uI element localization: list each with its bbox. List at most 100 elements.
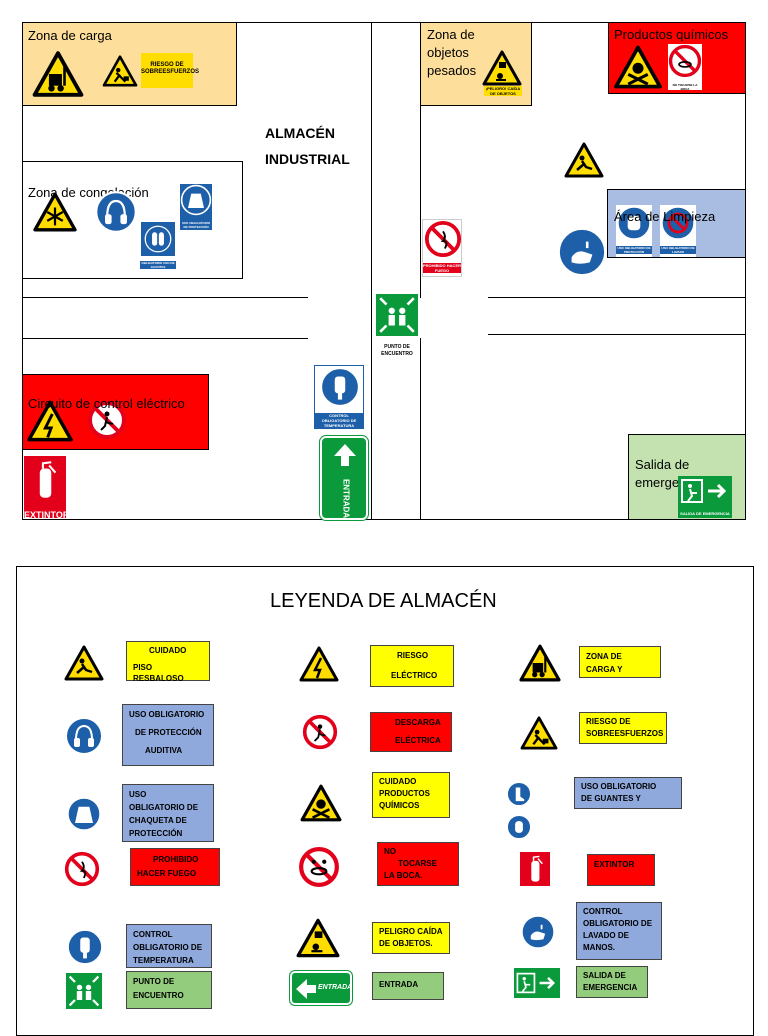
legend-overexertion-label: RIESGO DE SOBREESFUERZOS xyxy=(579,712,667,744)
legend-shock-label: DESCARGA ELÉCTRICA xyxy=(370,712,452,752)
handwash-icon xyxy=(556,226,608,278)
legend-electrical-label: RIESGO ELÉCTRICO xyxy=(370,645,454,687)
emergency-exit-sign: SALIDA DE EMERGENCIA xyxy=(678,476,732,518)
meeting-point-icon xyxy=(376,294,418,336)
protection-icon xyxy=(616,205,652,241)
legend-entrance-sign: ENTRADA xyxy=(290,971,352,1005)
legend-boots-gloves-icons xyxy=(506,780,560,810)
legend-electrical-icon xyxy=(298,646,340,682)
hearing-protection-icon xyxy=(94,190,138,234)
legend-falling-objects-icon xyxy=(296,918,340,958)
forklift-warning-icon xyxy=(32,50,84,98)
no-glove-wash-icon xyxy=(660,205,696,241)
up-arrow-icon xyxy=(334,444,356,466)
extinguisher-caption: EXTINTOR xyxy=(24,510,70,520)
plan-title-line1: ALMACÉN xyxy=(265,125,335,141)
freezing-warning-icon xyxy=(30,192,80,232)
legend-hearing-icon xyxy=(64,716,104,756)
zone-quimicos-label: Productos químicos xyxy=(614,27,729,42)
jacket-caption: USO OBLIGATORIO DE PROTECCIÓN xyxy=(181,221,211,229)
aisle-line xyxy=(371,22,372,520)
meeting-point-caption: PUNTO DE ENCUENTRO xyxy=(381,344,413,357)
legend-jacket-label: USO OBLIGATORIO DE CHAQUETA DE PROTECCIÓ… xyxy=(122,784,214,842)
left-arrow-icon xyxy=(296,979,316,999)
extinguisher-icon xyxy=(39,461,57,498)
entrance-sign: ENTRADA xyxy=(320,436,368,520)
legend-gloves-label: USO OBLIGATORIO DE GUANTES Y xyxy=(574,777,682,809)
gloves-icon xyxy=(141,222,175,256)
protection-sign: USO OBLIGATORIO DE PROTECCIÓN xyxy=(616,205,652,257)
no-fire-caption: PROHIBIDO HACER FUEGO xyxy=(423,263,462,273)
no-touch-mouth-sign: NO TOCARSE LA BOCA xyxy=(668,44,702,91)
legend-extinguisher-sign xyxy=(520,852,550,886)
no-touch-caption: NO TOCARSE LA BOCA xyxy=(672,83,698,91)
temperature-sign: CONTROL OBLIGATORIO DE TEMPERATURA xyxy=(314,365,364,429)
legend-handwash-label: CONTROL OBLIGATORIO DE LAVADO DE MANOS. xyxy=(576,902,662,960)
aisle-line xyxy=(420,338,421,520)
extinguisher-sign: EXTINTOR xyxy=(24,456,70,520)
jacket-sign: USO OBLIGATORIO DE PROTECCIÓN xyxy=(180,184,212,230)
aisle-line xyxy=(420,22,421,298)
no-fire-sign: PROHIBIDO HACER FUEGO xyxy=(422,219,462,277)
legend-hearing-label: USO OBLIGATORIO DE PROTECCIÓN AUDITIVA xyxy=(122,704,214,766)
legend-no-fire-label: PROHIBIDO HACER FUEGO xyxy=(130,848,220,886)
zone-carga-label: Zona de carga xyxy=(28,28,112,43)
jacket-icon xyxy=(180,184,212,216)
legend-loading-zone-label: ZONA DE CARGA Y xyxy=(579,646,661,678)
exit-caption: SALIDA DE EMERGENCIA xyxy=(680,511,730,516)
legend-extinguisher-icon xyxy=(531,855,543,882)
legend-gloves-icon xyxy=(506,813,532,841)
zone-pesados-label: Zona de objetos pesados xyxy=(427,27,477,78)
wash-sign: USO OBLIGATORIO DE LAVADO xyxy=(660,205,696,257)
overexertion-warning-icon xyxy=(102,55,138,87)
no-fire-icon xyxy=(423,220,463,258)
aisle-line xyxy=(488,297,746,298)
exit-runner-icon xyxy=(681,479,727,503)
legend-forklift-icon xyxy=(518,644,562,682)
entrance-caption: ENTRADA xyxy=(341,478,351,519)
aisle-line xyxy=(22,338,308,339)
gloves-caption: OBLIGATORIO USO DE GUANTES xyxy=(140,261,176,269)
wash-caption: USO OBLIGATORIO DE LAVADO xyxy=(660,246,696,254)
toxic-warning-icon xyxy=(612,45,664,89)
aisle-line xyxy=(22,297,308,298)
legend-toxic-icon xyxy=(300,784,342,822)
thermometer-icon xyxy=(319,366,361,408)
legend-falling-objects-label: PELIGRO CAÍDA DE OBJETOS. xyxy=(372,922,450,954)
falling-objects-caption: ¡PELIGRO! CAÍDA DE OBJETOS xyxy=(484,86,522,96)
temperature-caption: CONTROL OBLIGATORIO DE TEMPERATURA xyxy=(315,413,363,428)
aisle-line xyxy=(488,334,746,335)
legend-no-fire-icon xyxy=(64,851,100,887)
legend-temperature-label: CONTROL OBLIGATORIO DE TEMPERATURA xyxy=(126,924,212,968)
legend-entrance-label: ENTRADA xyxy=(372,972,444,1000)
legend-thermometer-icon xyxy=(66,928,104,966)
plan-title: ALMACÉN INDUSTRIAL xyxy=(265,120,350,172)
gloves-sign: OBLIGATORIO USO DE GUANTES xyxy=(140,222,176,269)
zone-electrico-label: Circuito de control eléctrico xyxy=(28,396,185,411)
legend-entrance-sign-text: ENTRADA xyxy=(318,984,353,991)
legend-overexertion-icon xyxy=(520,716,558,750)
legend-title: LEYENDA DE ALMACÉN xyxy=(270,590,497,612)
protection-caption: USO OBLIGATORIO DE PROTECCIÓN xyxy=(616,246,652,254)
electrical-warning-icon xyxy=(25,400,75,442)
slippery-floor-warning-icon xyxy=(564,142,604,178)
electric-shock-prohibition-icon xyxy=(87,400,127,440)
legend-chemicals-label: CUIDADO PRODUCTOS QUÍMICOS xyxy=(372,772,450,818)
plan-title-line2: INDUSTRIAL xyxy=(265,151,350,167)
legend-meeting-point-icon xyxy=(66,973,102,1009)
legend-shock-prohibition-icon xyxy=(302,714,338,750)
legend-emergency-exit-sign xyxy=(514,968,560,998)
legend-no-touch-label: NO TOCARSE LA BOCA. xyxy=(377,842,459,886)
legend-slippery-icon xyxy=(64,645,104,681)
legend-meeting-point-label: PUNTO DE ENCUENTRO xyxy=(126,971,212,1009)
legend-emergency-exit-label: SALIDA DE EMERGENCIA xyxy=(576,966,648,998)
overexertion-caption: RIESGO DE SOBREESFUERZOS xyxy=(141,53,199,88)
legend-no-touch-mouth-icon xyxy=(298,846,340,888)
legend-slippery-label: CUIDADO PISO RESBALOSO xyxy=(126,641,210,683)
legend-jacket-icon xyxy=(66,796,102,832)
legend-exit-runner-icon xyxy=(516,972,555,994)
zone-limpieza-label: Área de Limpieza xyxy=(614,209,716,224)
legend-boots-icon xyxy=(506,780,532,808)
no-touch-mouth-icon xyxy=(668,44,702,78)
falling-objects-warning-icon xyxy=(482,50,522,86)
